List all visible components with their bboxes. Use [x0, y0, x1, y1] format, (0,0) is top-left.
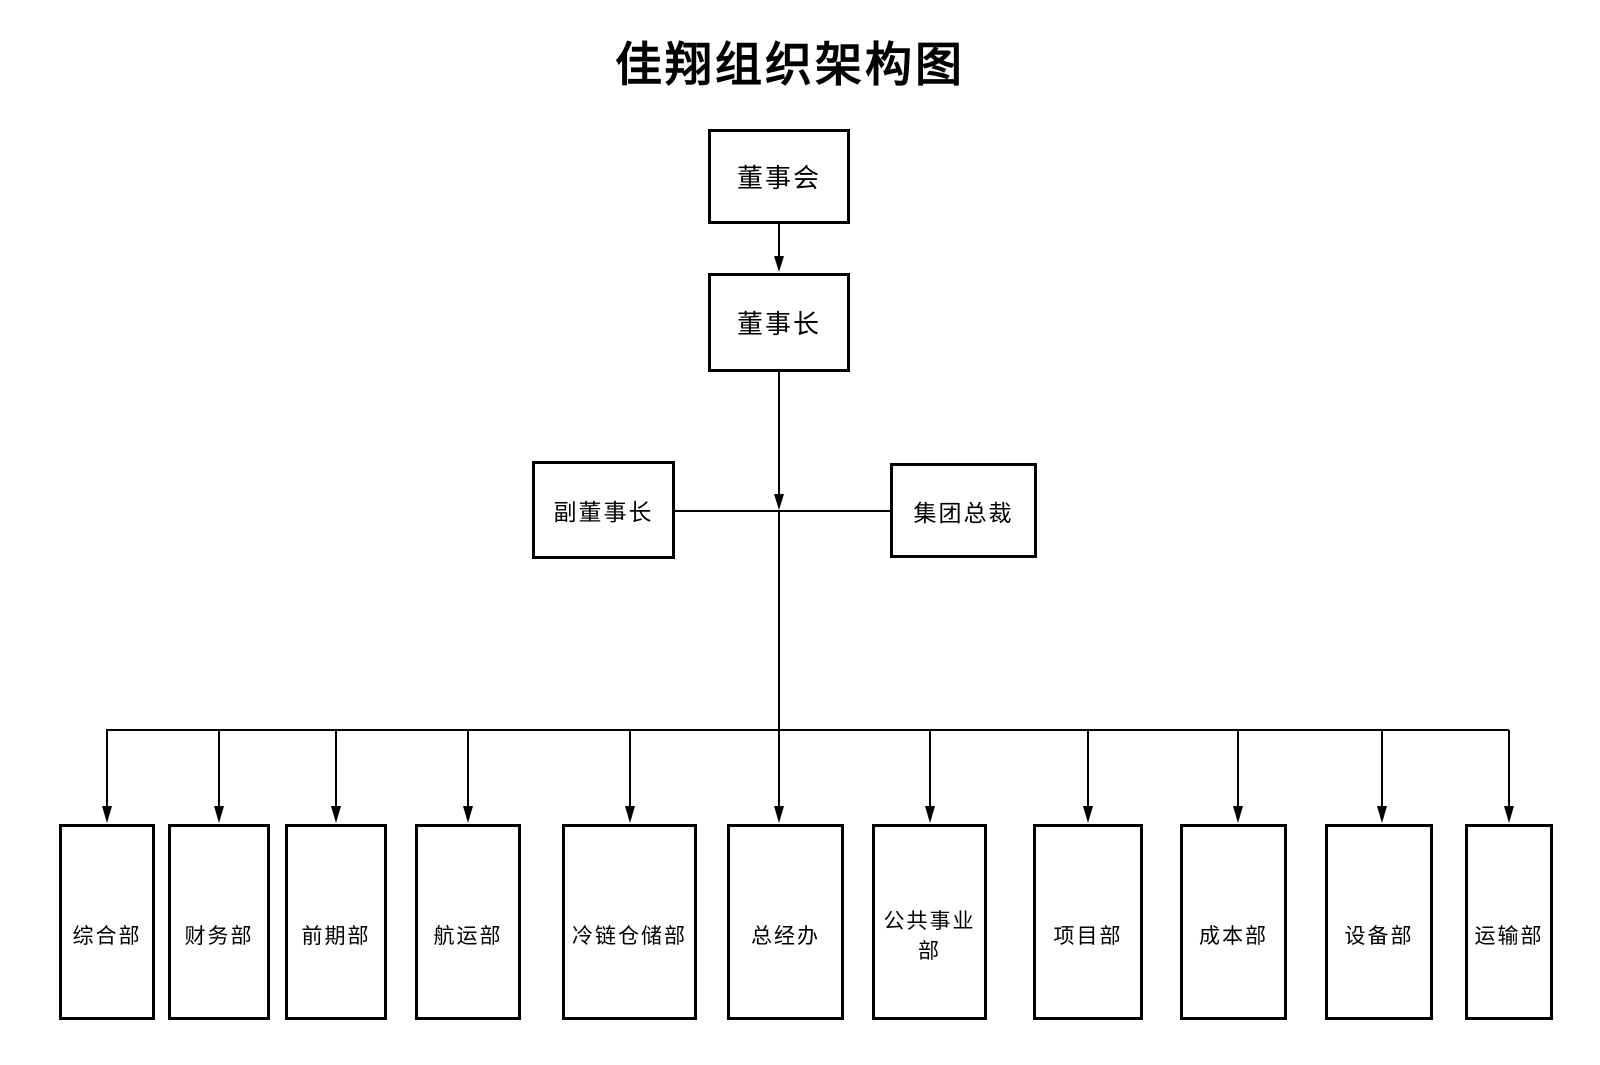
dept-node-cost: 成本部 — [1180, 824, 1287, 1020]
arrowhead-dept-10 — [1377, 806, 1387, 823]
arrowhead-chairman — [774, 256, 784, 272]
dept-node-equipment: 设备部 — [1325, 824, 1433, 1020]
dept-node-public-utilities: 公共事业部 — [872, 824, 987, 1020]
dept-node-preliminary: 前期部 — [285, 824, 387, 1020]
arrowhead-dept-2 — [214, 806, 224, 823]
node-board-of-directors: 董事会 — [708, 129, 850, 224]
dept-node-project: 项目部 — [1033, 824, 1143, 1020]
dept-node-general-affairs: 综合部 — [59, 824, 155, 1020]
arrowhead-dept-5 — [625, 806, 635, 823]
arrowhead-dept-9 — [1233, 806, 1243, 823]
arrowhead-dept-11 — [1504, 806, 1514, 823]
arrowhead-dept-1 — [102, 806, 112, 823]
dept-node-transportation: 运输部 — [1465, 824, 1553, 1020]
dept-node-finance: 财务部 — [168, 824, 270, 1020]
arrowhead-dept-7 — [925, 806, 935, 823]
node-chairman: 董事长 — [708, 273, 850, 372]
arrowhead-dept-4 — [463, 806, 473, 823]
page-title: 佳翔组织架构图 — [615, 38, 965, 93]
dept-node-cold-chain-warehousing: 冷链仓储部 — [562, 824, 697, 1020]
arrowhead-junction — [774, 494, 784, 510]
arrowhead-dept-3 — [331, 806, 341, 823]
dept-node-general-manager-office: 总经办 — [727, 824, 844, 1020]
arrowhead-dept-8 — [1083, 806, 1093, 823]
dept-node-shipping: 航运部 — [415, 824, 521, 1020]
node-vice-chairman: 副董事长 — [532, 461, 675, 559]
node-group-president: 集团总裁 — [890, 463, 1037, 558]
arrowhead-dept-6 — [774, 806, 784, 823]
